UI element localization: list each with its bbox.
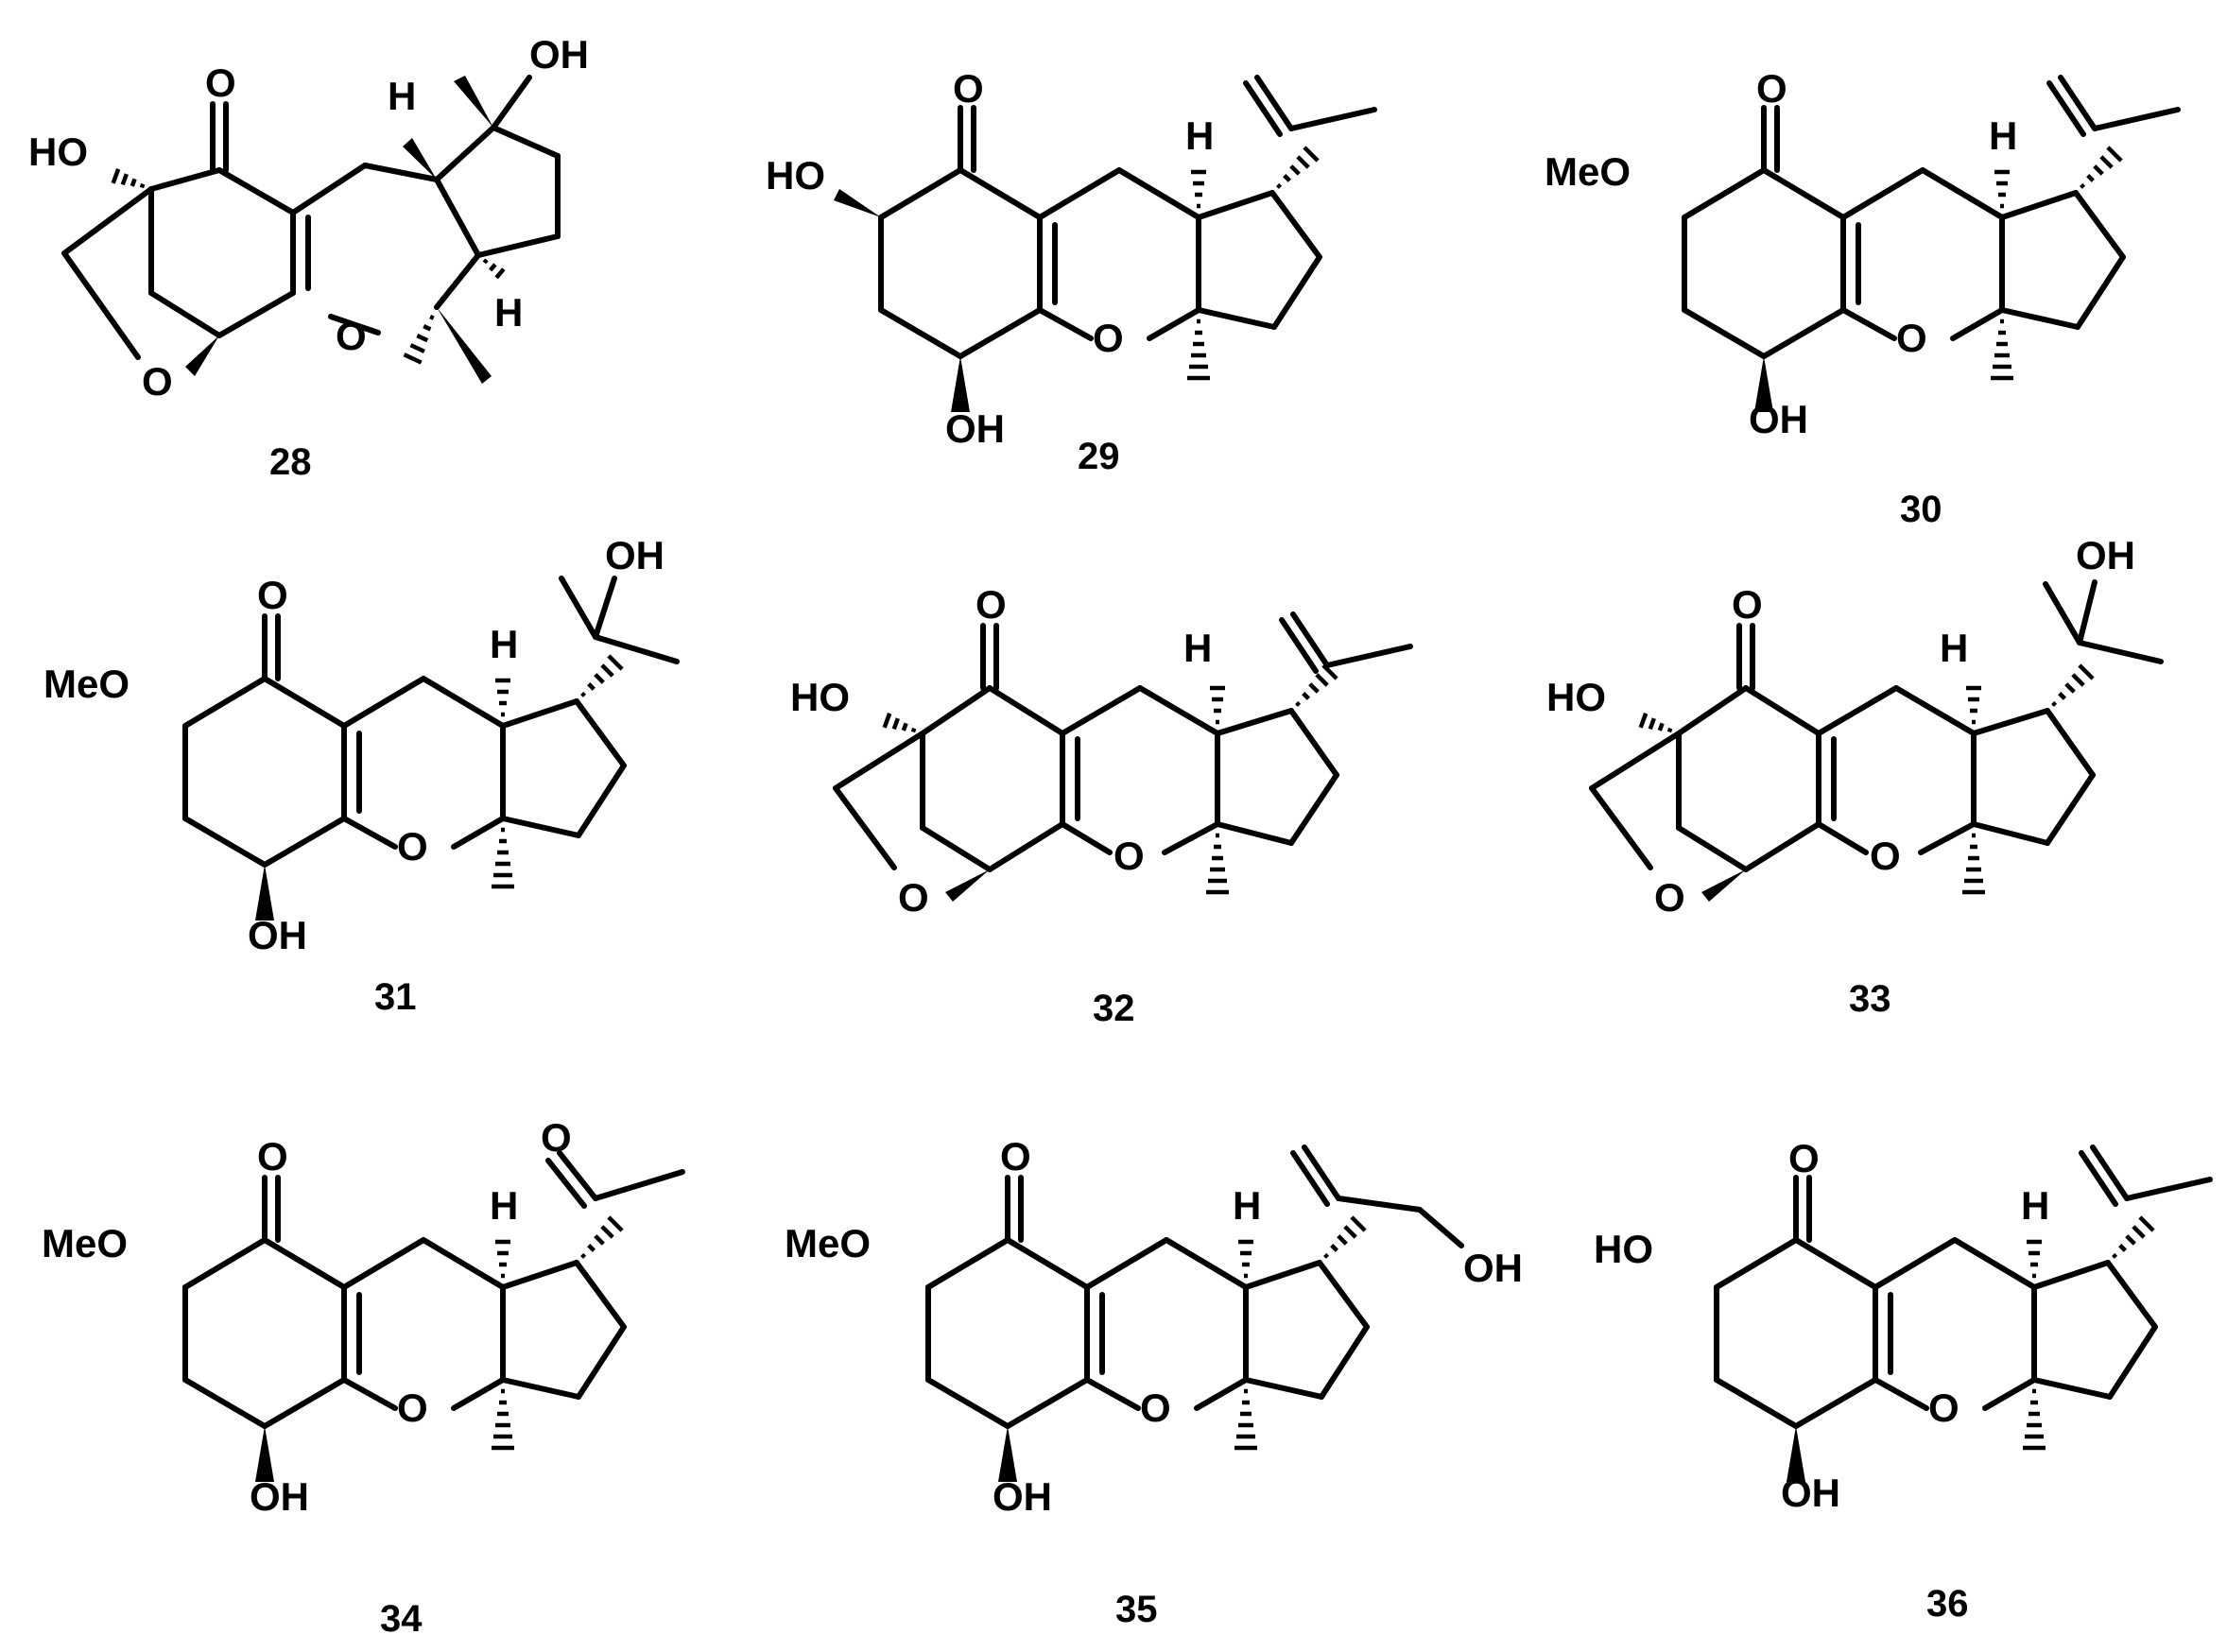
compound-34: O MeO O OH H O 34 [42,1115,685,1640]
hydrogen-label: H [490,622,518,666]
hydroxy-label: OH [248,913,307,957]
carbonyl-oxygen-label: O [1000,1134,1031,1179]
compound-30: O MeO O OH H 30 [1545,66,2178,530]
compound-number: 31 [374,976,417,1018]
carbonyl-oxygen-label: O [257,573,288,617]
compound-number: 32 [1093,988,1135,1029]
bridge-oxygen-label: O [142,359,173,404]
substituent-label: MeO [42,1221,128,1265]
ring-oxygen-label: O [1140,1385,1171,1430]
carbonyl-oxygen-label: O [1756,66,1787,111]
compound-33: O HO O O H OH 33 [1546,533,2164,1020]
bridge-oxygen-label: O [1654,875,1685,920]
compound-number: 29 [1078,436,1120,477]
hydroxy-label: OH [1781,1471,1840,1515]
side-chain-hydroxy-label: OH [605,533,665,577]
hydrogen-label: H [1183,626,1212,670]
carbonyl-oxygen-label: O [257,1134,288,1179]
ring-oxygen-label: O [1928,1385,1959,1430]
ring-oxygen-label: O [1093,316,1124,360]
hydrogen-label: H [494,290,523,335]
substituent-label: HO [1594,1227,1653,1271]
carbonyl-oxygen-label: O [1732,582,1763,627]
compound-31: O MeO O OH H OH 31 [43,533,680,1018]
carbonyl-oxygen-label: O [1788,1136,1820,1180]
compound-29: O HO O OH H 29 [766,66,1374,477]
ring-oxygen-label: O [1896,316,1927,360]
side-chain-hydroxy-label: OH [2076,533,2135,577]
compound-36: O HO O OH H 36 [1594,1136,2210,1625]
substituent-label: MeO [1545,149,1631,194]
ring-oxygen-label: O [397,824,428,869]
compound-number: 28 [269,441,312,483]
hydroxy-label: HO [790,675,850,719]
hydroxy-label: OH [993,1474,1052,1519]
hydroxy-label: HO [1546,675,1606,719]
hydroxy-label: HO [28,129,88,174]
hydroxy-label: OH [529,32,589,77]
compound-number: 36 [1926,1583,1969,1625]
side-chain-hydroxy-label: OH [1463,1246,1523,1290]
carbonyl-oxygen-label: O [953,66,984,111]
hydrogen-label: H [490,1183,518,1228]
ring-oxygen-label: O [336,314,367,358]
substituent-label: MeO [43,662,129,706]
hydrogen-label: H [1940,626,1968,670]
compound-28: O HO O O OH H H 28 [28,32,589,483]
hydroxy-label: OH [945,406,1005,451]
carbonyl-oxygen-label: O [975,582,1007,627]
compound-number: 30 [1900,489,1942,530]
bridge-oxygen-label: O [898,875,929,920]
ring-oxygen-label: O [1114,834,1145,878]
acetyl-oxygen-label: O [541,1115,572,1160]
compound-number: 35 [1115,1589,1158,1630]
hydrogen-label: H [1989,113,2017,158]
hydrogen-label: H [2021,1183,2049,1228]
hydrogen-label: H [1185,113,1214,158]
ring-oxygen-label: O [397,1385,428,1430]
compound-32: O HO O O H 32 [790,582,1410,1029]
hydrogen-label: H [1233,1183,1261,1228]
carbonyl-oxygen-label: O [205,60,236,105]
hydroxy-label: OH [1749,397,1808,441]
compound-35: O MeO O OH H OH 35 [785,1134,1523,1630]
compound-number: 33 [1849,978,1891,1020]
hydroxy-label: OH [250,1474,309,1519]
ring-oxygen-label: O [1870,834,1901,878]
substituent-label: HO [766,153,825,198]
compound-number: 34 [380,1598,423,1640]
hydrogen-label: H [388,74,416,118]
substituent-label: MeO [785,1221,871,1265]
